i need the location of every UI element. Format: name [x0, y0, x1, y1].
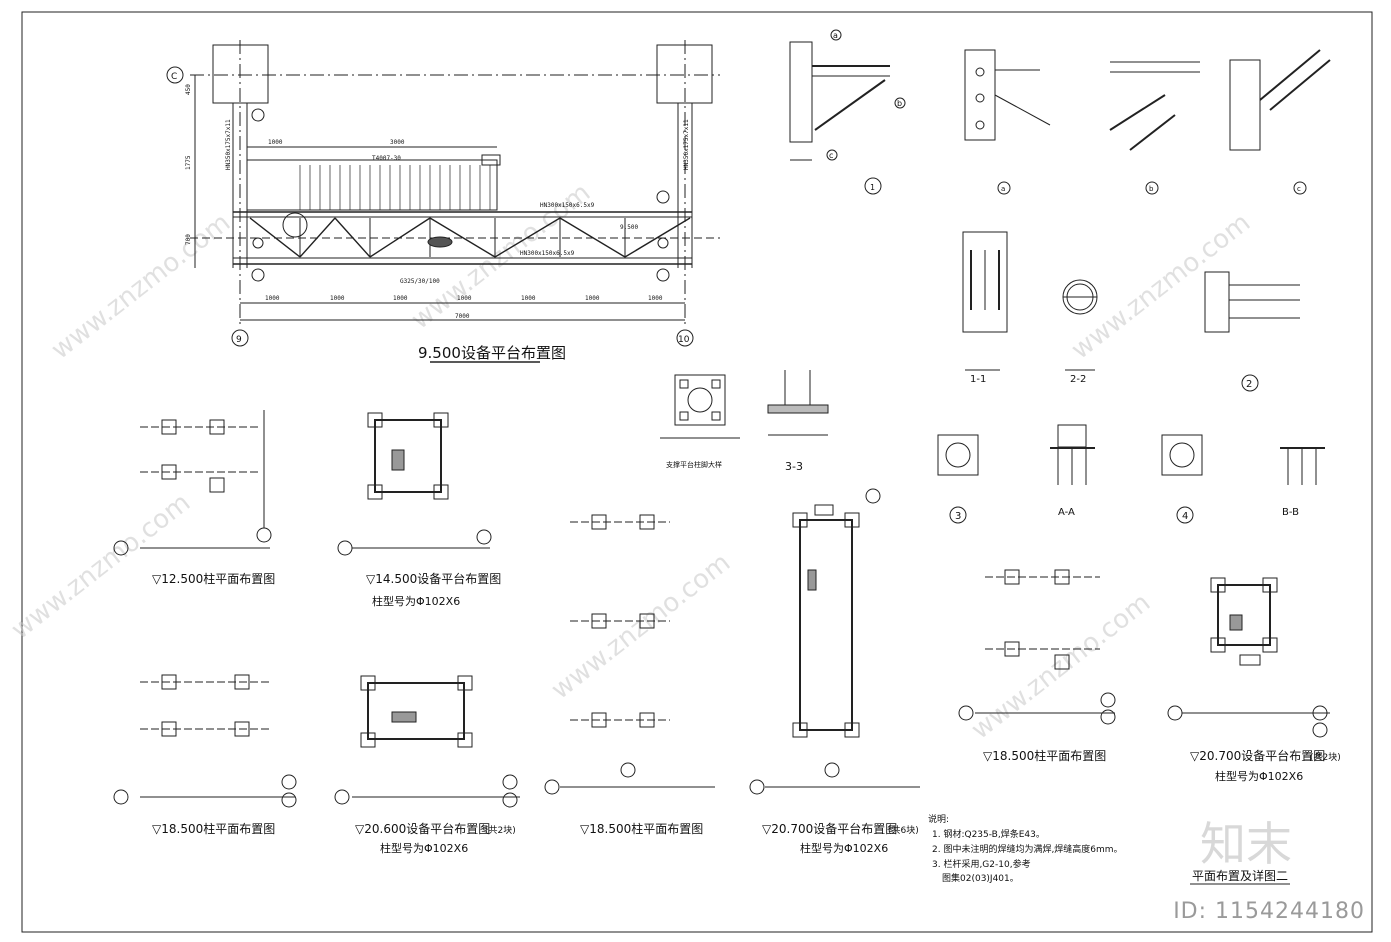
dim-text: 1000 — [648, 295, 663, 302]
plan-title: ▽20.600设备平台布置图 — [355, 821, 490, 836]
dim-text: 1000 — [393, 295, 408, 302]
plan-20700-right — [1167, 577, 1330, 738]
note-line: 1. 钢材:Q235-B,焊条E43。 — [932, 828, 1045, 840]
detail-number: 2 — [1246, 379, 1252, 390]
member-label: HN350x175x7x11 — [225, 119, 232, 170]
count-note: (共2块) — [1310, 751, 1341, 763]
member-label: HN300x150x6.5x9 — [540, 202, 595, 209]
detail-mark: a — [1001, 185, 1005, 193]
member-label: HN350x175x7x11 — [683, 119, 690, 170]
plan-title: ▽20.700设备平台布置图 — [762, 821, 897, 836]
dim-text: 1000 — [521, 295, 536, 302]
plan-18500-right — [958, 569, 1116, 725]
detail-number: 4 — [1182, 511, 1188, 522]
watermark-text: www.znzmo.com — [1066, 208, 1256, 366]
plan-18500-mid — [544, 514, 715, 795]
node-details — [964, 49, 1331, 195]
member-label: T4007-30 — [372, 155, 401, 162]
drawing-name: 平面布置及详图二 — [1192, 868, 1288, 883]
axis-label-10: 10 — [678, 335, 690, 345]
main-plan-9500 — [166, 40, 720, 347]
plan-title: ▽18.500柱平面布置图 — [580, 821, 703, 836]
section-label: 1-1 — [970, 374, 986, 385]
dim-text: 1000 — [268, 139, 283, 146]
axis-bubble-10 — [676, 329, 694, 347]
dim-text: 7000 — [455, 313, 470, 320]
watermark-text: www.znzmo.com — [546, 548, 736, 706]
plan-18500-left — [113, 674, 297, 808]
elev-label: 9.500 — [620, 224, 638, 231]
axis-label-9: 9 — [236, 335, 242, 345]
image-id-label: ID: 1154244180 — [1173, 899, 1365, 924]
detail-number: 1 — [870, 183, 875, 192]
detail-mark: a — [833, 31, 838, 40]
plan-20700-mid — [749, 488, 920, 795]
watermark-text: www.znzmo.com — [46, 208, 236, 366]
axis-label-C: C — [171, 72, 177, 82]
note-line: 2. 图中未注明的焊缝均为满焊,焊缝高度6mm。 — [932, 843, 1123, 855]
watermark-text: www.znzmo.com — [966, 588, 1156, 746]
plan-title: ▽20.700设备平台布置图 — [1190, 748, 1325, 763]
plan-14500 — [337, 412, 492, 556]
member-label: G325/30/100 — [400, 278, 440, 285]
detail-1 — [789, 29, 906, 195]
plan-title: ▽12.500柱平面布置图 — [152, 571, 275, 586]
count-note: (共6块) — [888, 824, 919, 836]
sections-row-2 — [937, 424, 1325, 524]
section-label: 2-2 — [1070, 374, 1086, 385]
plan-title: ▽18.500柱平面布置图 — [152, 821, 275, 836]
support-foot-title: 支撑平台柱脚大样 — [666, 460, 722, 469]
dim-text: 700 — [185, 234, 192, 245]
dim-text: 1000 — [330, 295, 345, 302]
dim-text: 1000 — [585, 295, 600, 302]
column-note: 柱型号为Φ102X6 — [1215, 769, 1303, 783]
detail-mark: b — [897, 99, 902, 108]
axis-bubble-9 — [231, 329, 249, 347]
main-plan-title: 9.500设备平台布置图 — [418, 344, 566, 362]
axis-bubble-C — [166, 66, 184, 84]
column-note: 柱型号为Φ102X6 — [372, 594, 460, 608]
plan-title: ▽14.500设备平台布置图 — [366, 571, 501, 586]
dim-text: 1000 — [457, 295, 472, 302]
section-label: 3-3 — [785, 460, 803, 473]
detail-number: 3 — [955, 511, 961, 522]
brand-watermark: 知末 — [1200, 817, 1292, 871]
detail-mark: c — [1297, 185, 1301, 193]
dim-text: 450 — [185, 84, 192, 95]
count-note: (共2块) — [485, 824, 516, 836]
detail-mark: b — [1149, 185, 1154, 193]
plan-12500 — [113, 410, 272, 556]
note-line: 3. 栏杆采用,G2-10,参考 — [932, 858, 1031, 870]
note-line: 图集02(03)J401。 — [942, 872, 1019, 884]
sections-row — [962, 231, 1300, 392]
sheet-border — [21, 11, 1373, 933]
dim-text: 1000 — [265, 295, 280, 302]
section-label: A-A — [1058, 507, 1075, 518]
support-foot-detail — [660, 370, 829, 439]
dim-text: 1775 — [185, 155, 192, 170]
member-label: HN300x150x6.5x9 — [520, 250, 575, 257]
column-note: 柱型号为Φ102X6 — [800, 841, 888, 855]
detail-mark: c — [829, 151, 833, 160]
watermark-text: www.znzmo.com — [6, 488, 196, 646]
notes-title: 说明: — [928, 813, 949, 825]
plan-title: ▽18.500柱平面布置图 — [983, 748, 1106, 763]
column-note: 柱型号为Φ102X6 — [380, 841, 468, 855]
dim-text: 3000 — [390, 139, 405, 146]
plan-20600 — [334, 675, 520, 808]
section-label: B-B — [1282, 507, 1299, 518]
